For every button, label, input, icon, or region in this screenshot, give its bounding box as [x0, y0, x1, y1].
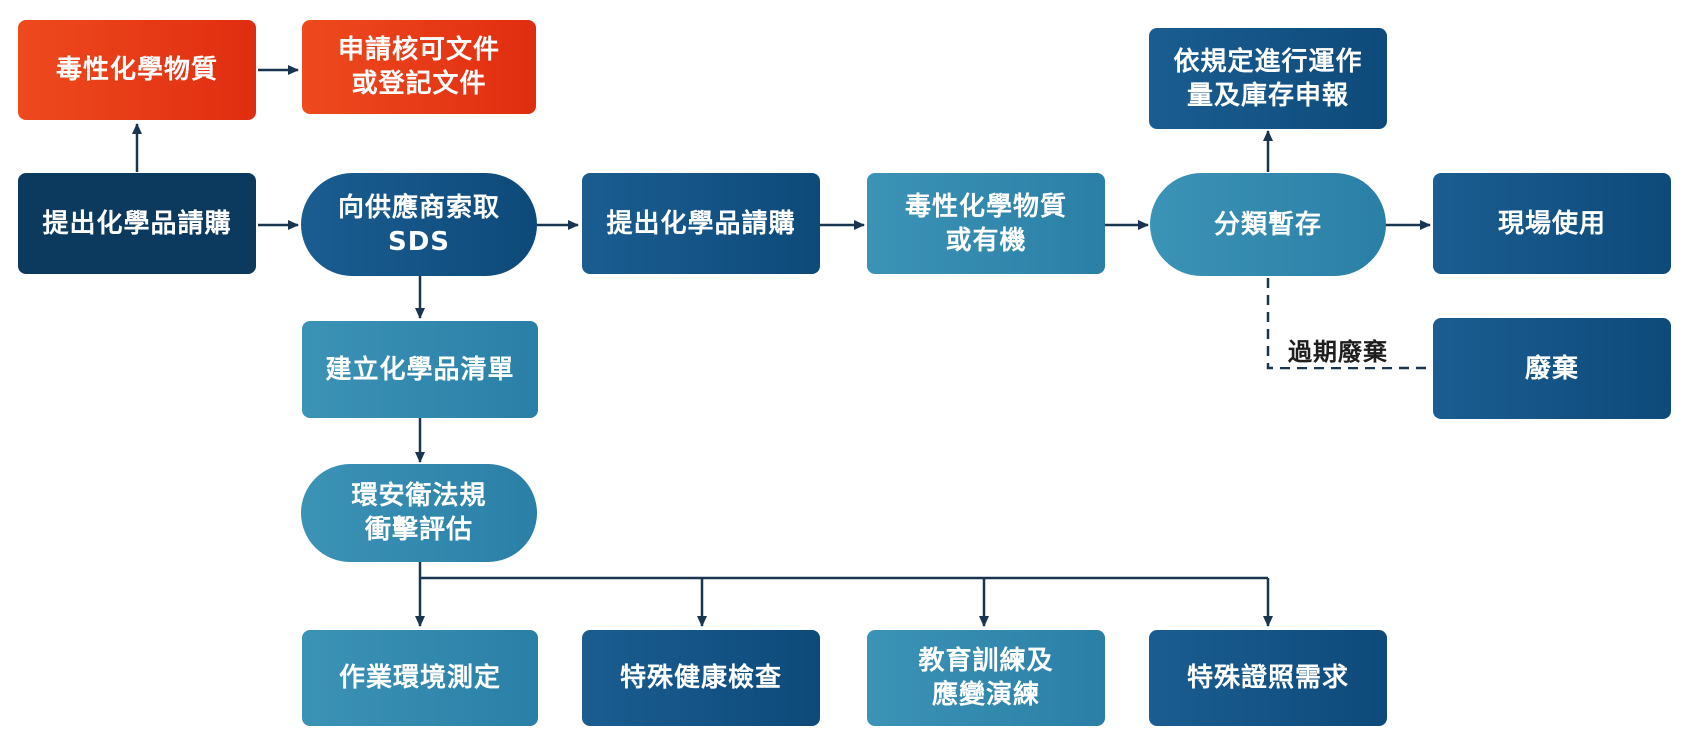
permit-line2: 或登記文件 [351, 69, 487, 99]
permit-line1: 申請核可文件 [337, 35, 500, 65]
special-license-label: 特殊證照需求 [1186, 663, 1349, 693]
expired-disposal-label: 過期廢棄 [1280, 332, 1396, 367]
regulation-impact-box: 環安衛法規 衝擊評估 [301, 464, 537, 562]
disposal-label: 廢棄 [1524, 353, 1579, 384]
inventory-report-line2: 量及庫存申報 [1186, 80, 1349, 111]
purchase-request-mid-label: 提出化學品請購 [606, 208, 796, 239]
onsite-use-box: 現場使用 [1433, 173, 1671, 274]
dashed-expired [1266, 278, 1431, 370]
training-drill-line2: 應變演練 [931, 680, 1040, 710]
special-license-box: 特殊證照需求 [1149, 630, 1387, 726]
permit-documents-box: 申請核可文件 或登記文件 [302, 20, 536, 114]
inventory-report-box: 依規定進行運作 量及庫存申報 [1149, 28, 1387, 129]
toxic-substance-label: 毒性化學物質 [55, 55, 218, 85]
purchase-request-left-label: 提出化學品請購 [42, 208, 232, 239]
environment-measure-box: 作業環境測定 [302, 630, 538, 726]
toxic-substance-box: 毒性化學物質 [18, 20, 256, 120]
disposal-box: 廢棄 [1433, 318, 1671, 419]
onsite-use-label: 現場使用 [1497, 208, 1606, 239]
request-sds-box: 向供應商索取 SDS [301, 173, 537, 276]
request-sds-line1: 向供應商索取 [337, 192, 500, 223]
chemical-list-box: 建立化學品清單 [302, 321, 538, 418]
toxic-or-organic-line1: 毒性化學物質 [904, 191, 1067, 222]
environment-measure-label: 作業環境測定 [338, 663, 501, 693]
regulation-impact-line2: 衝擊評估 [364, 515, 473, 545]
training-drill-box: 教育訓練及 應變演練 [867, 630, 1105, 726]
request-sds-line2: SDS [387, 226, 451, 257]
toxic-or-organic-box: 毒性化學物質 或有機 [867, 173, 1105, 274]
health-check-label: 特殊健康檢查 [619, 663, 782, 693]
regulation-impact-line1: 環安衛法規 [351, 481, 487, 511]
training-drill-line1: 教育訓練及 [918, 646, 1054, 676]
classified-storage-box: 分類暫存 [1150, 173, 1386, 276]
purchase-request-mid-box: 提出化學品請購 [582, 173, 820, 274]
inventory-report-line1: 依規定進行運作 [1173, 46, 1363, 77]
health-check-box: 特殊健康檢查 [582, 630, 820, 726]
classified-storage-label: 分類暫存 [1213, 209, 1322, 240]
toxic-or-organic-line2: 或有機 [945, 225, 1027, 256]
purchase-request-left-box: 提出化學品請購 [18, 173, 256, 274]
chemical-list-label: 建立化學品清單 [325, 354, 515, 385]
